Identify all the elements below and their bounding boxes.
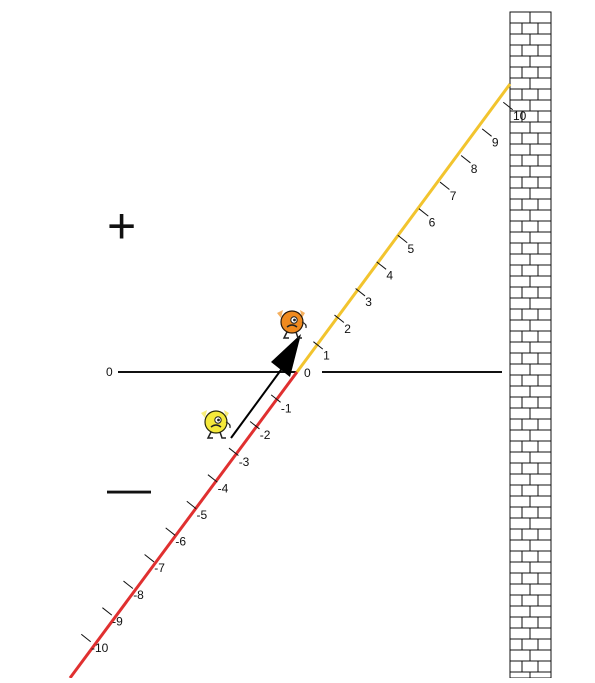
negative-tick [123,581,132,588]
positive-tick [461,155,470,162]
minus-symbol: — [107,464,151,513]
positive-tick-label: 3 [365,295,372,309]
orange-creature-icon [277,310,306,338]
negative-tick [187,501,196,508]
zero-right-label: 0 [304,366,311,380]
negative-number-line [70,372,297,678]
negative-tick-label: -8 [133,588,144,602]
negative-ticks: -1 -2 -3 -4 -5 -6 -7 -8 -9-10 [81,395,292,655]
positive-tick-label: 1 [323,348,330,362]
positive-tick-label: 4 [386,269,393,283]
positive-tick-label: 6 [429,215,436,229]
negative-tick [166,528,175,535]
positive-tick [482,129,491,136]
yellow-creature-icon [201,410,230,438]
positive-tick-label: 7 [450,189,457,203]
positive-tick-label: 10 [513,109,527,123]
positive-number-line [297,84,510,372]
negative-tick-label: -7 [154,561,165,575]
positive-tick [440,182,449,189]
negative-tick-label: -4 [218,481,229,495]
negative-tick [81,634,90,641]
negative-tick-label: -1 [281,402,292,416]
positive-tick-label: 5 [408,242,415,256]
positive-tick-label: 9 [492,136,499,150]
positive-tick-label: 2 [344,322,351,336]
positive-tick [377,262,386,269]
negative-tick-label: -2 [260,428,271,442]
positive-tick [419,209,428,216]
positive-tick [398,235,407,242]
negative-tick-label: -9 [112,614,123,628]
plus-symbol: + [107,198,136,254]
move-arrow [231,334,301,438]
negative-tick [102,608,111,615]
negative-tick [208,475,217,482]
negative-tick-label: -6 [175,535,186,549]
negative-tick-label: -10 [91,641,109,655]
positive-tick-label: 8 [471,162,478,176]
negative-tick [145,554,154,561]
negative-tick-label: -3 [239,455,250,469]
zero-left-label: 0 [106,365,113,379]
negative-tick-label: -5 [197,508,208,522]
